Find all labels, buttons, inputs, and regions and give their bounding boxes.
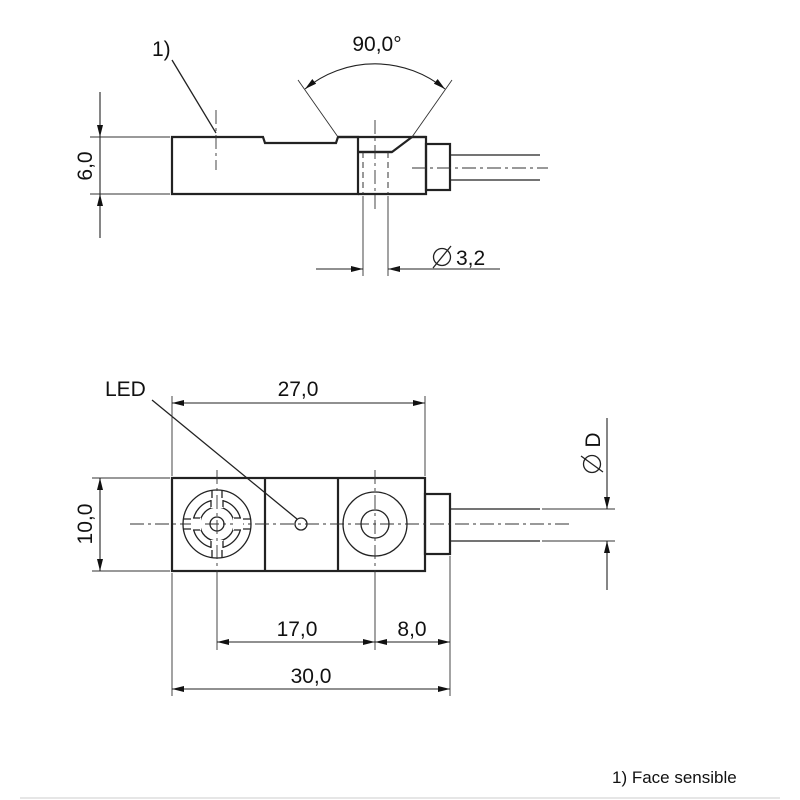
side-view-right-body <box>358 135 428 196</box>
led-label: LED <box>105 378 146 401</box>
top-view-cable <box>450 508 540 542</box>
dim-height-label: 6,0 <box>74 151 97 180</box>
dim-hole-label: 3,2 <box>456 247 485 270</box>
cable-diameter-symbol <box>580 454 604 474</box>
face-leader <box>171 59 217 134</box>
dim-led-to-hole-label: 17,0 <box>277 618 318 641</box>
side-view-connector <box>424 142 452 192</box>
dim-angle-arc <box>304 63 446 90</box>
led-indicator <box>294 517 308 531</box>
diameter-symbol <box>432 245 452 269</box>
dim-angle-label: 90,0° <box>352 33 401 56</box>
face-label: 1) <box>152 38 171 61</box>
side-view: 6,0 90,0° 1) 3,2 <box>74 33 548 276</box>
dim-total-length-label: 30,0 <box>291 665 332 688</box>
dim-hole-to-end-label: 8,0 <box>397 618 426 641</box>
dim-cable-label: D <box>582 432 605 447</box>
top-view: LED 27,0 10,0 D 17,0 8,0 30,0 <box>74 378 615 696</box>
footnote: 1) Face sensible <box>612 768 737 787</box>
led-leader <box>151 399 298 520</box>
side-view-body <box>170 135 360 196</box>
dim-length-inner-label: 27,0 <box>278 378 319 401</box>
side-view-hole-hidden-lines <box>362 152 389 194</box>
dim-width-label: 10,0 <box>74 504 97 545</box>
side-view-cable <box>450 154 540 181</box>
